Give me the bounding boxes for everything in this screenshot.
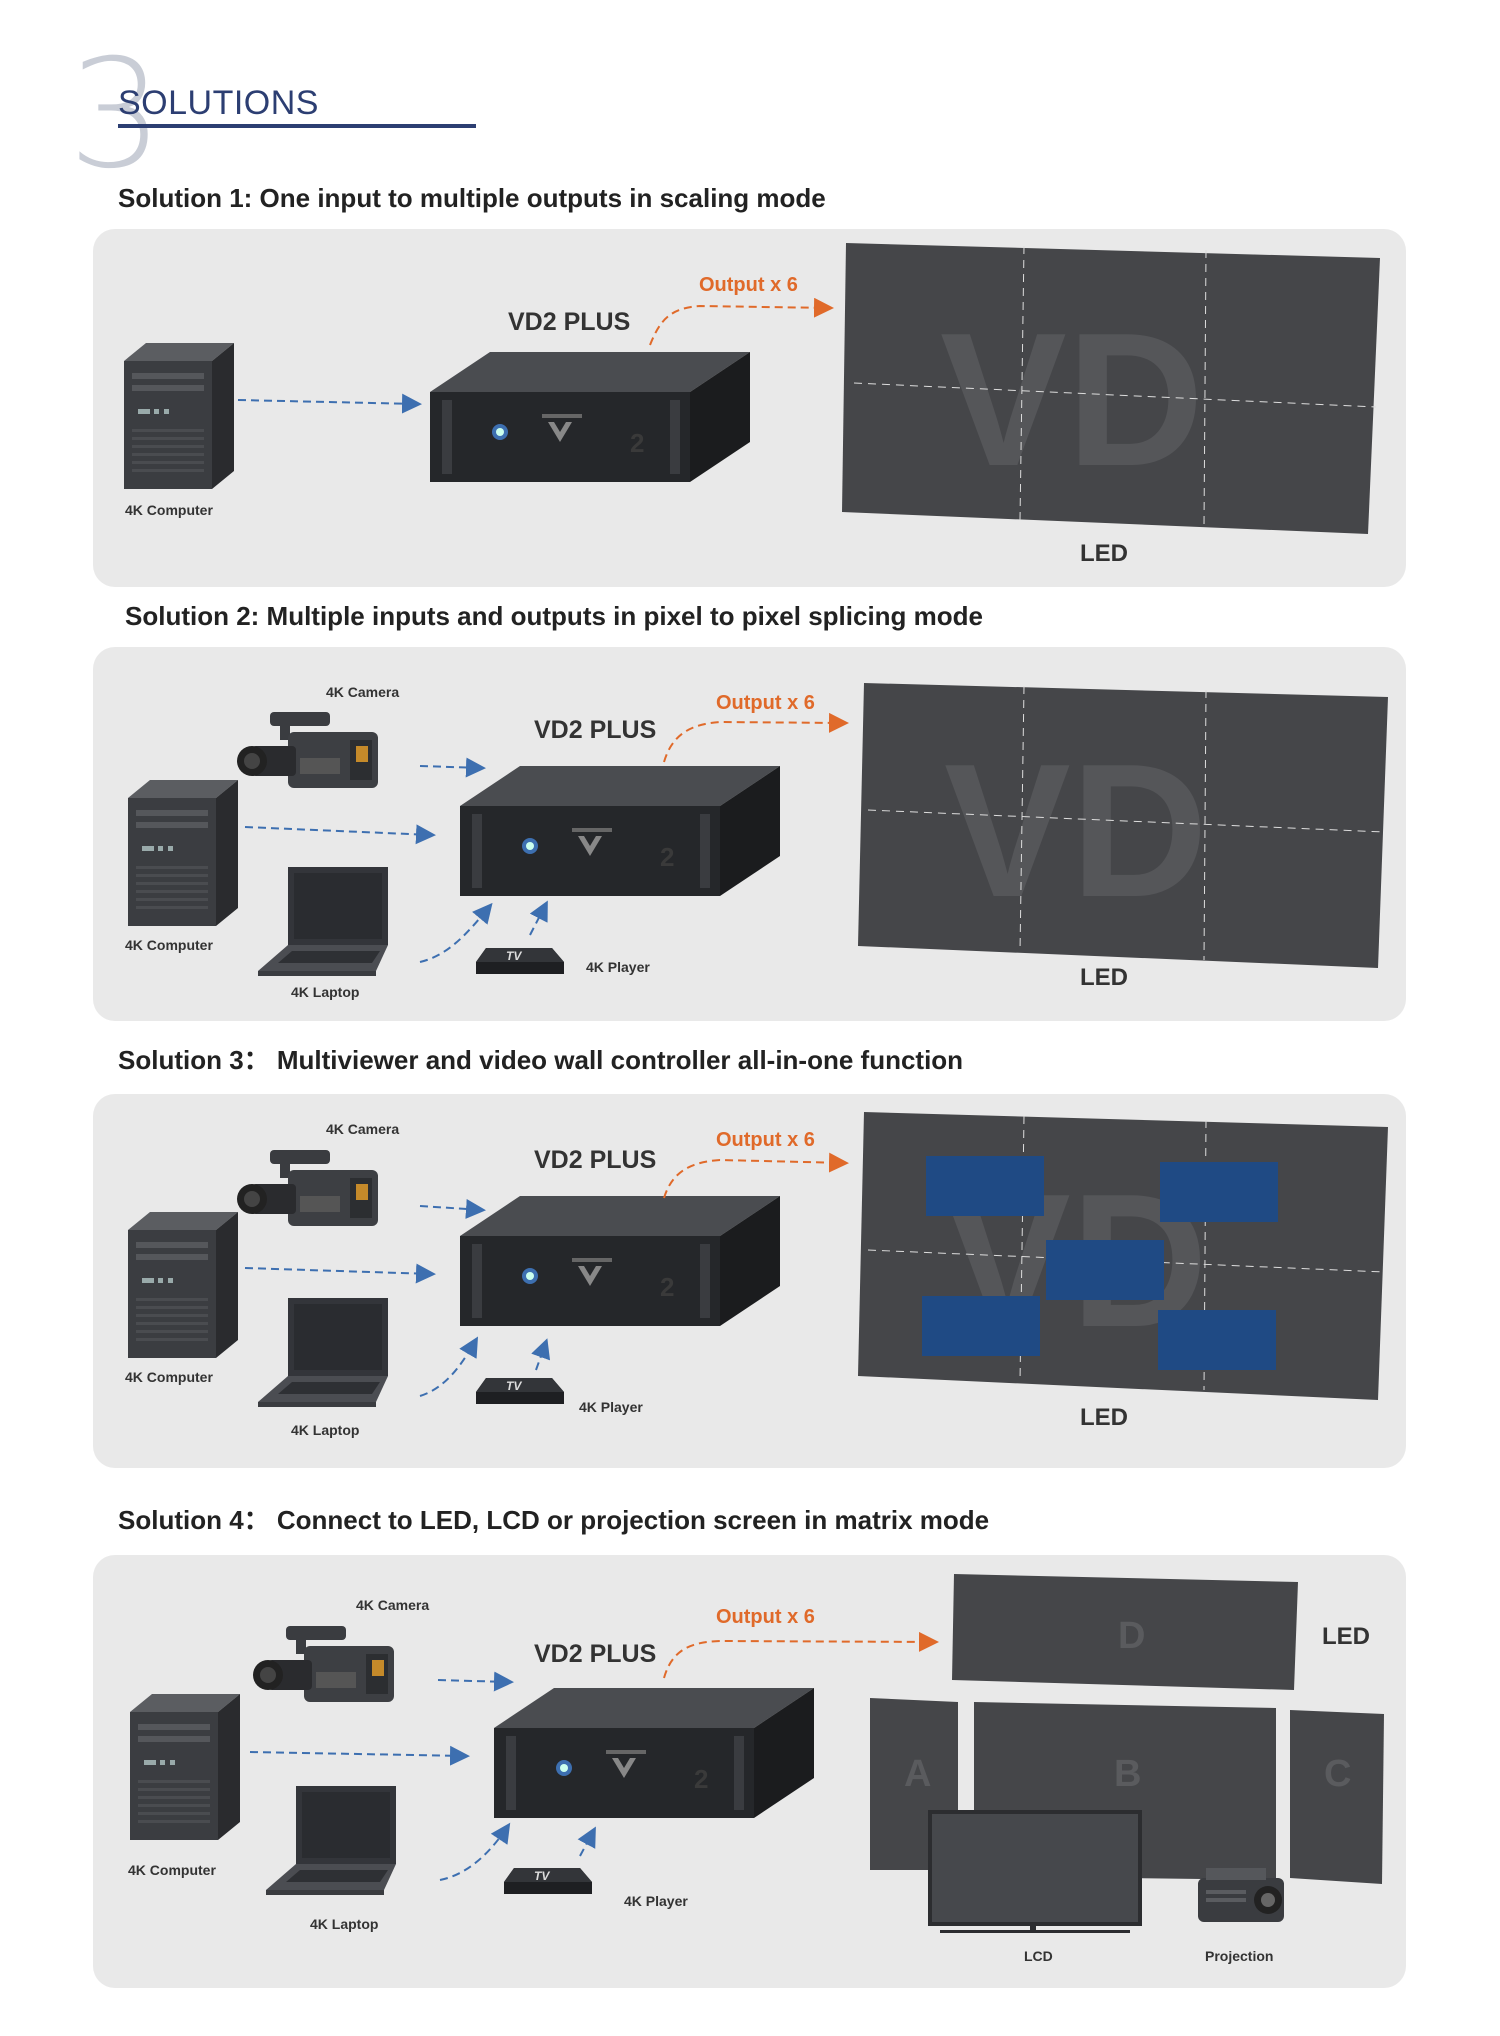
- section-title: SOLUTIONS: [118, 84, 319, 122]
- section-number: 3: [68, 28, 164, 202]
- lcd-label: LCD: [1024, 1948, 1053, 1964]
- computer-input-arrow: [249, 1745, 470, 1766]
- led-wall: VD: [858, 683, 1388, 968]
- solution-2-heading: Solution 2: Multiple inputs and outputs …: [125, 601, 983, 631]
- camera-label: 4K Camera: [356, 1597, 430, 1613]
- led-wall-watermark: VD: [940, 294, 1204, 506]
- camera-label: 4K Camera: [326, 1121, 400, 1137]
- output-arrow: [663, 712, 849, 763]
- svg-text:D: D: [1118, 1615, 1145, 1657]
- camera-input-arrow: [419, 1198, 486, 1219]
- screen-d: D: [952, 1574, 1298, 1690]
- svg-text:A: A: [904, 1753, 931, 1795]
- multiviewer-window: [1160, 1162, 1278, 1222]
- output-label: Output x 6: [699, 274, 798, 296]
- computer-icon: [130, 1694, 240, 1840]
- device-label: VD2 PLUS: [534, 1146, 657, 1174]
- svg-text:B: B: [1114, 1753, 1141, 1795]
- multiviewer-window: [1158, 1310, 1276, 1370]
- computer-input-arrow: [244, 824, 436, 845]
- svg-text:C: C: [1324, 1753, 1351, 1795]
- camera-input-arrow: [437, 1671, 514, 1692]
- player-label: 4K Player: [586, 959, 650, 975]
- output-label: Output x 6: [716, 692, 815, 714]
- player-input-arrow: [577, 1826, 596, 1857]
- vd2-plus-device-icon: [494, 1688, 814, 1818]
- multiviewer-window: [1046, 1240, 1164, 1300]
- laptop-input-arrow: [439, 1822, 511, 1881]
- laptop-label: 4K Laptop: [291, 984, 360, 1000]
- screen-c: C: [1290, 1710, 1384, 1884]
- computer-label: 4K Computer: [125, 937, 213, 953]
- computer-label: 4K Computer: [125, 502, 213, 518]
- input-arrow: [237, 393, 422, 414]
- led-wall: VD: [842, 243, 1380, 534]
- projection-label: Projection: [1205, 1948, 1274, 1964]
- laptop-input-arrow: [419, 902, 493, 963]
- laptop-label: 4K Laptop: [310, 1916, 379, 1932]
- output-arrow: [663, 1152, 849, 1199]
- player-label: 4K Player: [579, 1399, 643, 1415]
- device-label: VD2 PLUS: [534, 716, 657, 744]
- output-arrow: [649, 297, 834, 346]
- player-input-arrow: [531, 1338, 551, 1371]
- device-label: VD2 PLUS: [534, 1640, 657, 1668]
- output-label: Output x 6: [716, 1606, 815, 1628]
- projector-icon: [1198, 1868, 1284, 1922]
- device-label: VD2 PLUS: [508, 308, 631, 336]
- camera-label: 4K Camera: [326, 684, 400, 700]
- led-label: LED: [1080, 964, 1128, 991]
- led-label: LED: [1080, 540, 1128, 567]
- led-wall: VD: [858, 1112, 1388, 1400]
- laptop-input-arrow: [419, 1336, 479, 1397]
- output-arrow: [663, 1631, 939, 1679]
- solution-3-heading: Solution 3： Multiviewer and video wall c…: [118, 1045, 964, 1075]
- led-label: LED: [1322, 1623, 1370, 1650]
- multiviewer-window: [922, 1296, 1040, 1356]
- led-wall-watermark: VD: [944, 725, 1208, 937]
- output-label: Output x 6: [716, 1129, 815, 1151]
- computer-label: 4K Computer: [125, 1369, 213, 1385]
- multiviewer-window: [926, 1156, 1044, 1216]
- player-label: 4K Player: [624, 1893, 688, 1909]
- solution-4-heading: Solution 4： Connect to LED, LCD or proje…: [118, 1505, 990, 1535]
- computer-label: 4K Computer: [128, 1862, 216, 1878]
- player-input-arrow: [529, 900, 548, 936]
- laptop-icon: [266, 1786, 396, 1895]
- section-title-underline: [118, 124, 476, 128]
- laptop-label: 4K Laptop: [291, 1422, 360, 1438]
- computer-input-arrow: [244, 1263, 436, 1284]
- camera-icon: [253, 1626, 394, 1702]
- lcd-tv-icon: [928, 1810, 1142, 1933]
- camera-input-arrow: [419, 757, 486, 778]
- player-icon: [504, 1868, 592, 1894]
- solution-1-heading: Solution 1: One input to multiple output…: [118, 183, 826, 213]
- led-label: LED: [1080, 1404, 1128, 1431]
